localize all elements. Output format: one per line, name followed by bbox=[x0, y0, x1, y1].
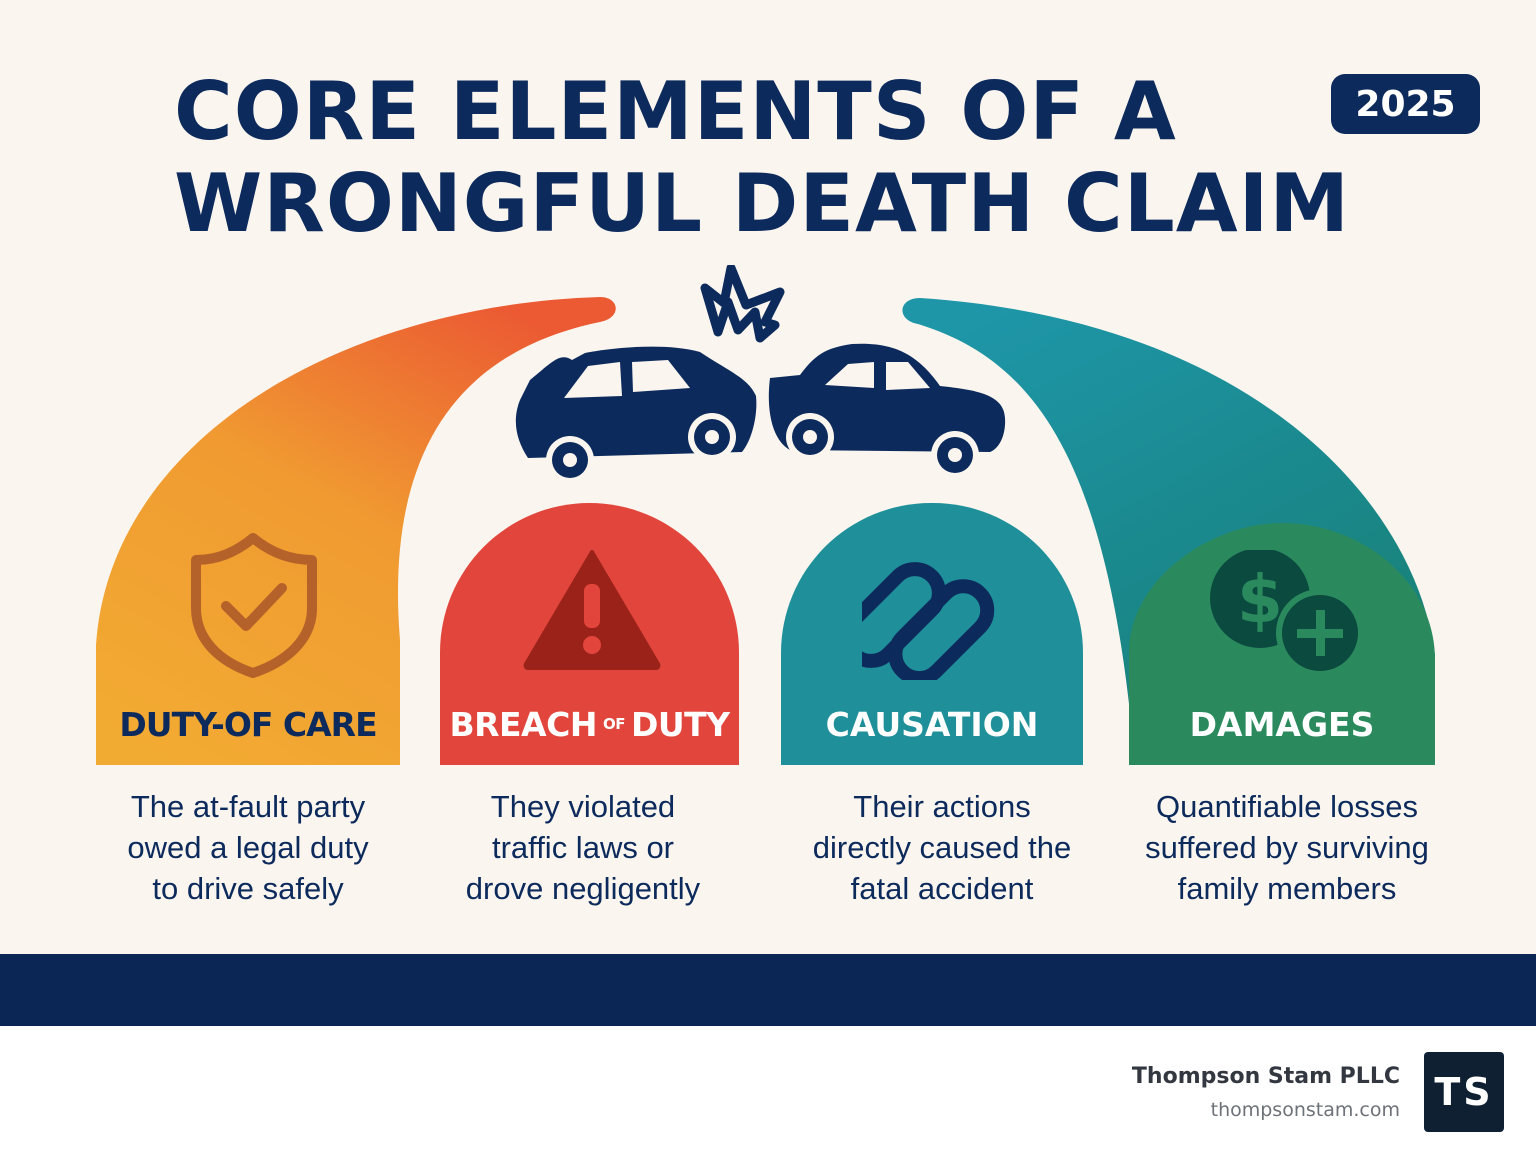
breach-of-duty-label: BREACH OF DUTY bbox=[440, 700, 739, 748]
firm-logo: TS bbox=[1424, 1052, 1504, 1132]
duty-of-care-description: The at-fault party owed a legal duty to … bbox=[83, 786, 413, 909]
description-line: to drive safely bbox=[152, 871, 344, 906]
description-line: family members bbox=[1177, 871, 1397, 906]
title-line-2: WRONGFUL DEATH CLAIM bbox=[174, 157, 1351, 250]
car-crash-icon bbox=[515, 265, 1006, 480]
damages-label: DAMAGES bbox=[1189, 704, 1375, 744]
svg-text:$: $ bbox=[1237, 561, 1283, 638]
breach-label-part2: DUTY bbox=[630, 704, 730, 744]
description-line: They violated bbox=[490, 789, 676, 824]
breach-label-part1: BREACH bbox=[449, 704, 597, 744]
description-line: The at-fault party bbox=[130, 789, 366, 824]
chain-link-icon bbox=[862, 562, 995, 680]
money-plus-icon: $ bbox=[1210, 550, 1364, 677]
breach-label-of: OF bbox=[602, 715, 626, 733]
causation-description: Their actions directly caused the fatal … bbox=[777, 786, 1107, 909]
breach-of-duty-description: They violated traffic laws or drove negl… bbox=[418, 786, 748, 909]
footer-band bbox=[0, 954, 1536, 1026]
damages-description: Quantifiable losses suffered by survivin… bbox=[1122, 786, 1452, 909]
shield-check-icon bbox=[191, 533, 317, 678]
warning-icon bbox=[523, 550, 661, 670]
year-badge: 2025 bbox=[1331, 74, 1480, 134]
description-line: owed a legal duty bbox=[127, 830, 369, 865]
title-line-1: CORE ELEMENTS OF A bbox=[174, 65, 1177, 158]
causation-card bbox=[781, 503, 1083, 765]
description-line: Quantifiable losses bbox=[1156, 789, 1418, 824]
page-title: CORE ELEMENTS OF A WRONGFUL DEATH CLAIM bbox=[174, 66, 1350, 250]
causation-label: CAUSATION bbox=[825, 704, 1039, 744]
description-line: suffered by surviving bbox=[1145, 830, 1429, 865]
firm-name: Thompson Stam PLLC bbox=[1131, 1064, 1400, 1089]
footer bbox=[0, 1026, 1536, 1154]
description-line: traffic laws or bbox=[491, 830, 675, 865]
description-line: directly caused the bbox=[812, 830, 1072, 865]
description-line: drove negligently bbox=[465, 871, 701, 906]
description-line: Their actions bbox=[853, 789, 1031, 824]
duty-of-care-arch bbox=[96, 297, 616, 765]
duty-of-care-label: DUTY-OF CARE bbox=[119, 704, 377, 744]
description-line: fatal accident bbox=[850, 871, 1034, 906]
firm-url[interactable]: thompsonstam.com bbox=[1210, 1099, 1400, 1121]
